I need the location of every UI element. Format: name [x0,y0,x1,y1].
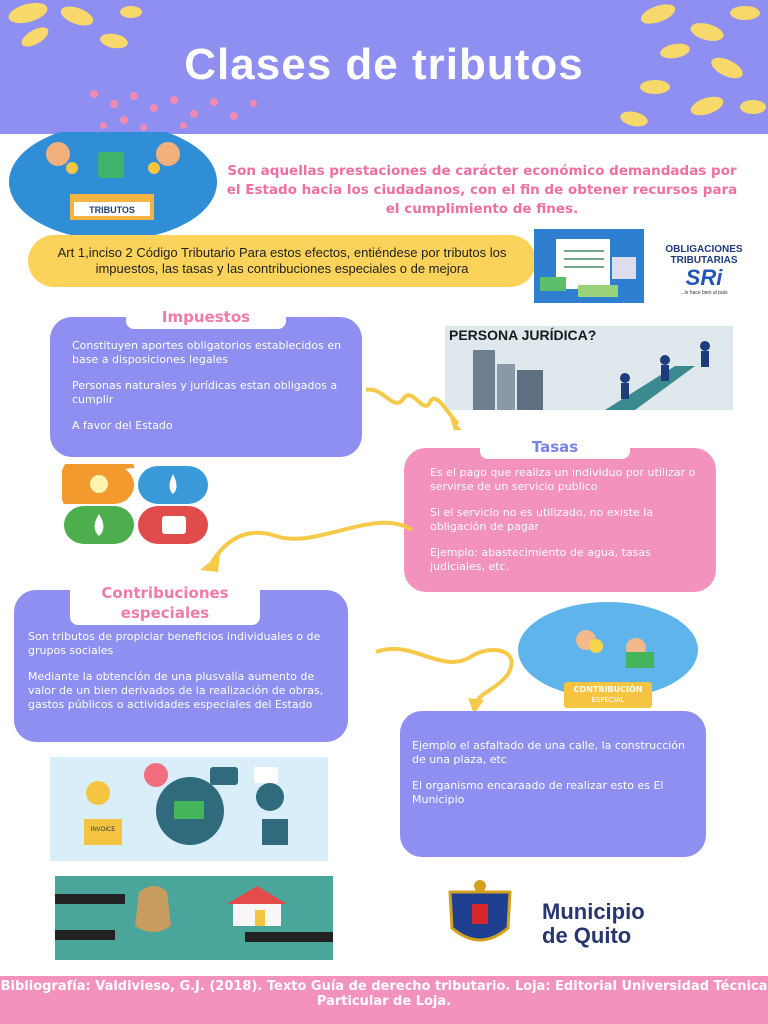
law-note-text: Art 1,inciso 2 Código Tributario Para es… [57,245,507,276]
impuestos-item: Personas naturales y jurídicas estan obl… [72,379,338,406]
persona-juridica-image: PERSONA JURÍDICA? [445,326,733,410]
footer-bibliography: Bibliografía: Valdivieso, G.J. (2018). T… [0,976,768,1024]
ejemplo-item: Ejemplo el asfaltado de una calle, la co… [412,739,686,766]
contribucion-especial-image [516,602,700,712]
contribucion-badge: CONTRIBUCIÓN ESPECIAL [564,685,652,705]
tax-documents-image [534,229,644,303]
contribuciones-label-line1: Contribuciones [101,584,229,602]
tasas-card: Es el pago que realiza un individuo por … [404,448,716,592]
contribuciones-label: Contribuciones especiales [70,581,260,625]
tasas-item: Ejemplo: abastecimiento de agua, tasas j… [430,546,651,573]
house-exchange-image [55,876,333,960]
utilities-icons [62,464,210,546]
page-title: Clases de tributos [184,40,584,89]
municipio-logo-text: Municipio de Quito [542,900,712,948]
contribucion-badge-line2: ESPECIAL [591,696,625,704]
municipio-line1: Municipio [542,899,645,924]
law-note: Art 1,inciso 2 Código Tributario Para es… [28,235,536,287]
impuestos-card: Constituyen aportes obligatorios estable… [50,317,362,457]
contribucion-badge-line1: CONTRIBUCIÓN [573,685,643,694]
tasas-item: Si el servicio no es utilizado, no exist… [430,506,654,533]
squiggle-arrow-icon [365,387,462,430]
impuestos-label: Impuestos [126,305,286,329]
contribuciones-item: Son tributos de propiciar beneficios ind… [28,630,321,657]
contribuciones-label-line2: especiales [120,604,210,622]
impuestos-item: A favor del Estado [72,419,173,432]
sri-logo-line2: TRIBUTARIAS [670,255,738,266]
contribuciones-item: Mediante la obtención de una plusvalía a… [28,670,324,711]
squiggle-arrow-small-icon [375,646,514,714]
persona-juridica-caption: PERSONA JURÍDICA? [449,327,596,343]
tributos-illustration: TRIBUTOS [8,132,218,238]
impuestos-item: Constituyen aportes obligatorios estable… [72,339,342,366]
municipio-line2: de Quito [542,923,632,948]
finance-image: INVOICE [50,757,328,861]
tasas-item: Es el pago que realiza un individuo por … [430,466,696,493]
sri-logo-tagline: ...le hace bien al país [680,290,728,296]
sri-logo: OBLIGACIONES TRIBUTARIAS SRi ...le hace … [654,244,754,300]
curved-arrow-icon [200,520,414,572]
intro-text: Son aquellas prestaciones de carácter ec… [226,163,738,217]
invoice-label: INVOICE [91,827,116,833]
header-banner [0,0,768,134]
sri-logo-line1: OBLIGACIONES [665,244,743,255]
sri-logo-brand: SRi [685,265,723,290]
tasas-label: Tasas [480,435,630,459]
ejemplo-card: Ejemplo el asfaltado de una calle, la co… [400,711,706,857]
contribuciones-card: Son tributos de propiciar beneficios ind… [14,590,348,742]
quito-coat-of-arms-icon [438,878,522,950]
ejemplo-item: El organismo encaraado de realizar esto … [412,779,664,806]
tributos-box-label: TRIBUTOS [89,205,135,215]
